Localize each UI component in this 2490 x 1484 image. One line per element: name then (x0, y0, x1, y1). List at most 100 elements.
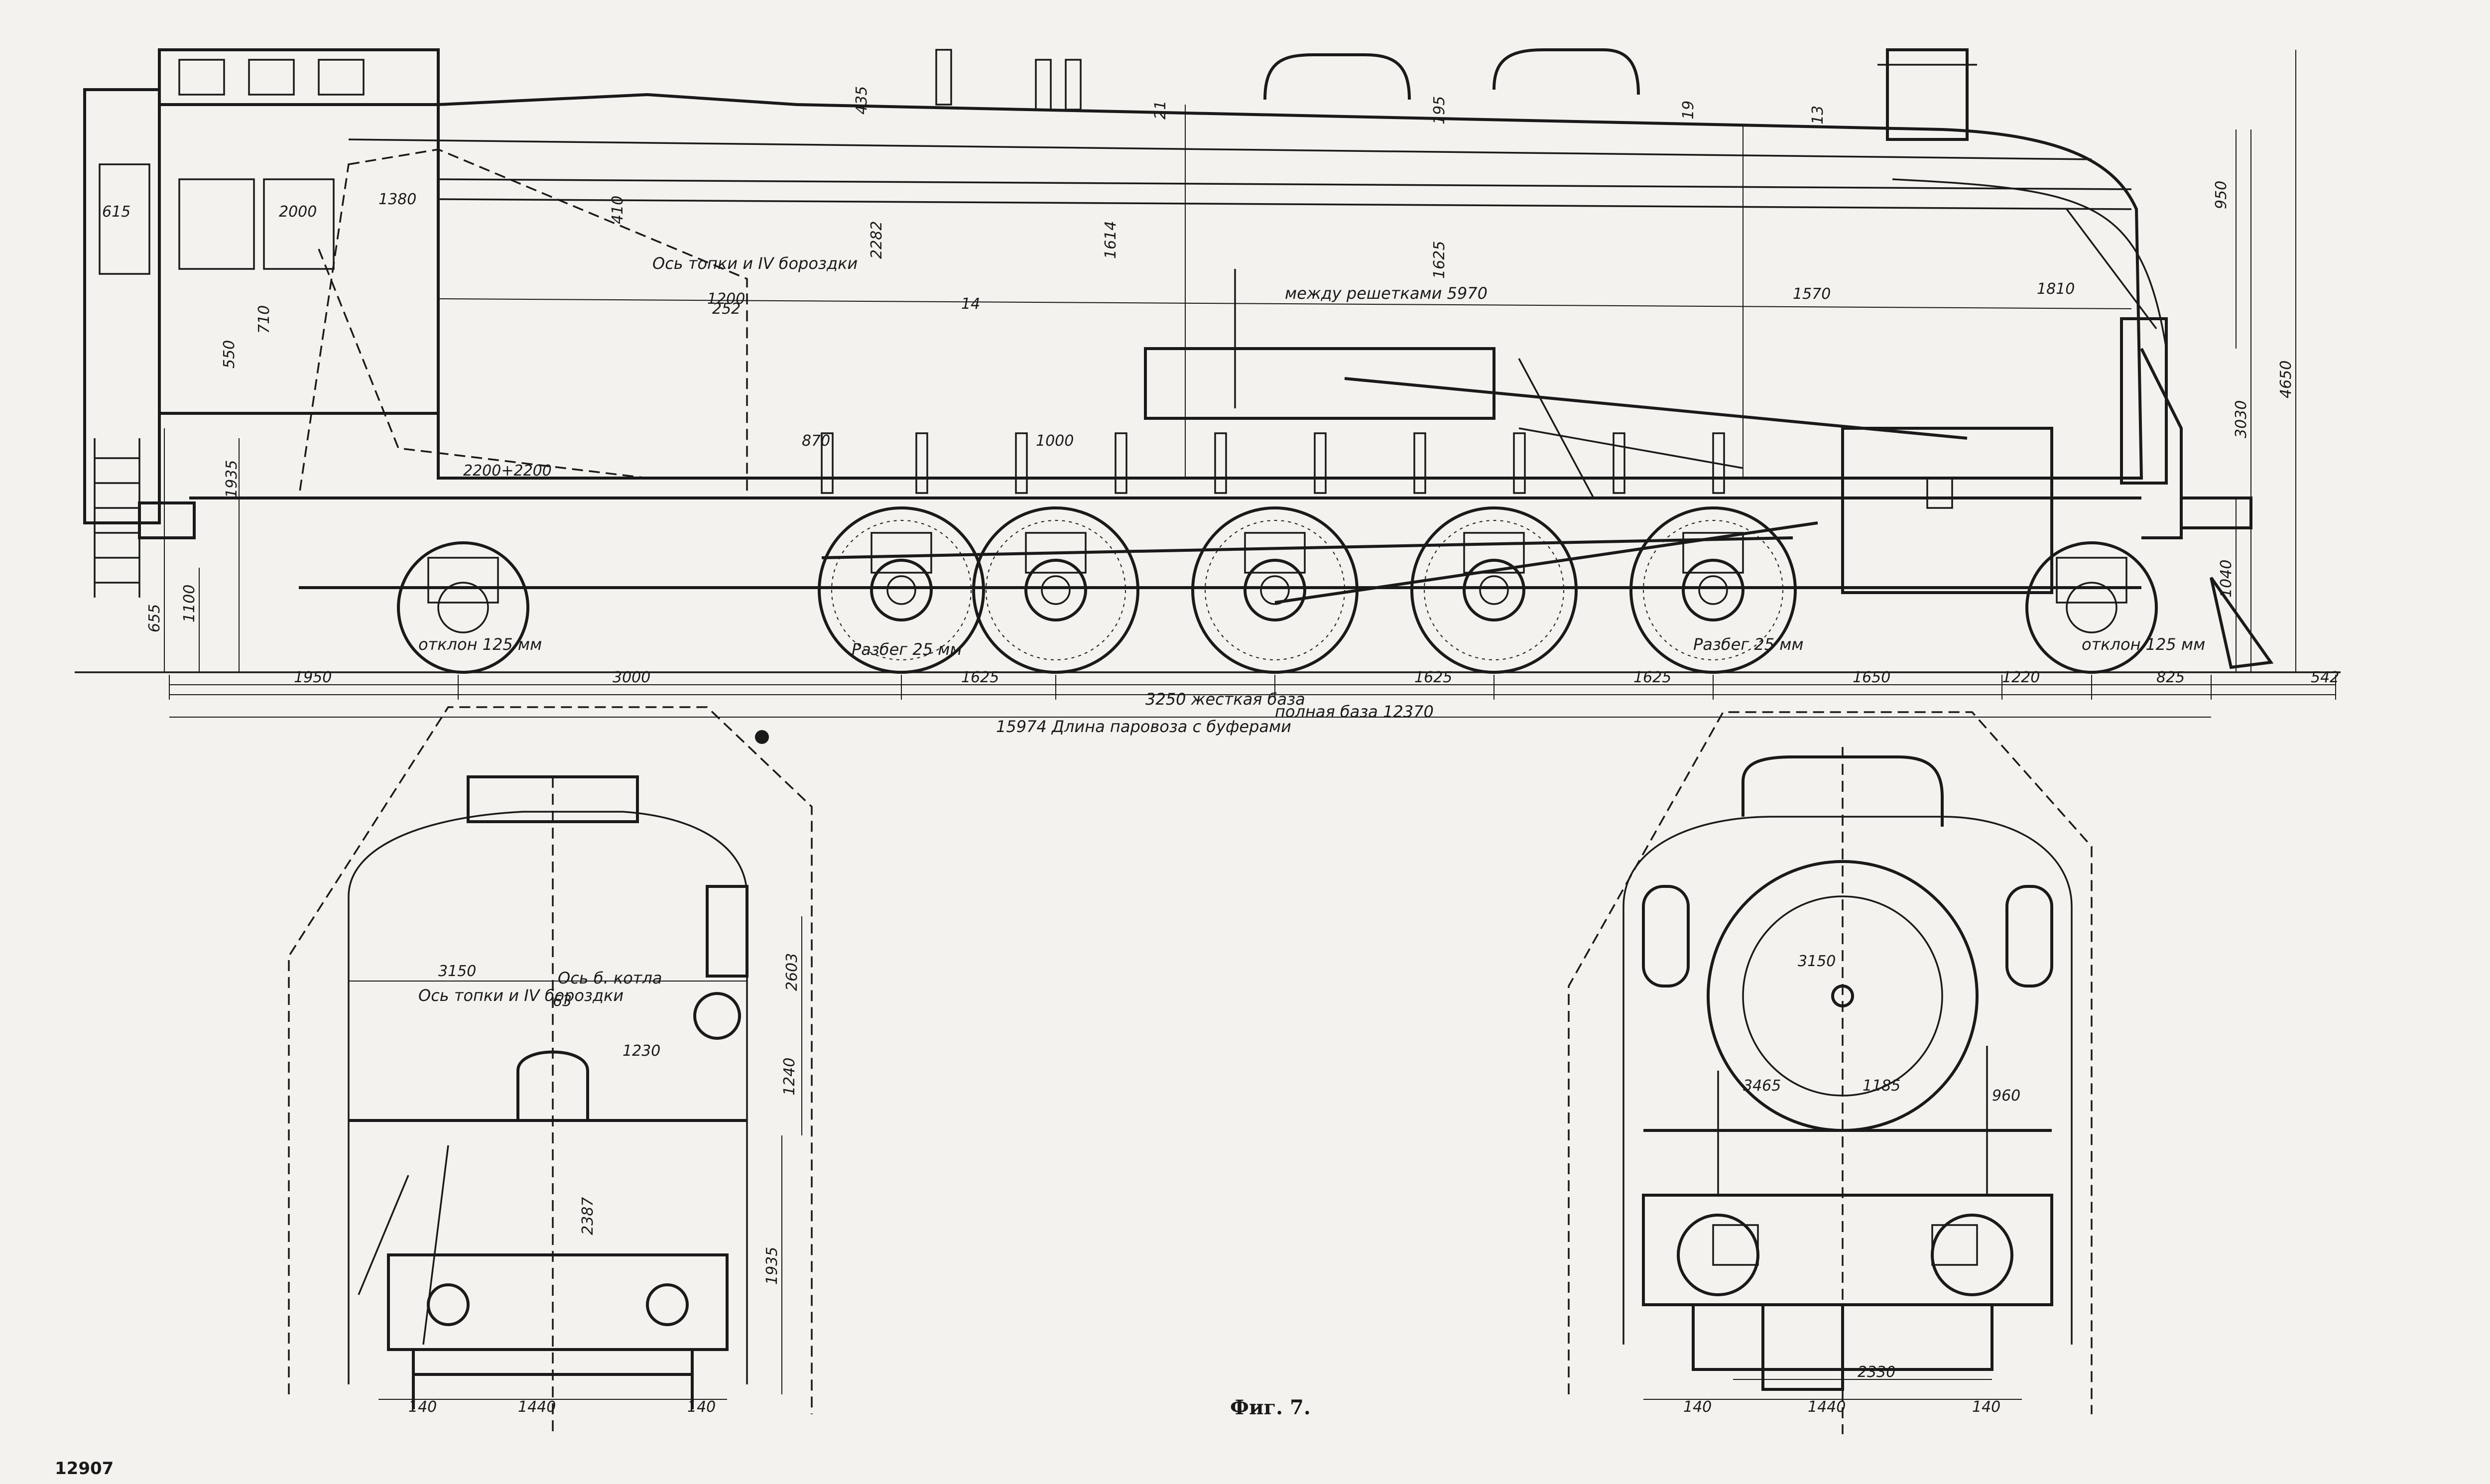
label-razbeg-1: Разбег 25 мм (852, 640, 962, 659)
dim-1935: 1935 (223, 460, 241, 498)
front-dim-960: 960 (1992, 1087, 2020, 1105)
dim-r1440: 1440 (518, 1398, 556, 1416)
dim-f140b: 140 (1972, 1398, 2000, 1416)
boiler (297, 48, 2167, 499)
driving-wheel (1629, 506, 1797, 674)
dim-435: 435 (853, 86, 871, 115)
front-deflector-right (2005, 885, 2053, 988)
front-dim-2330: 2330 (1858, 1363, 1895, 1381)
rear-view: 3150 1230 2387 2603 1240 1935 63 Ось б. … (288, 706, 813, 1434)
rear-dim-1240: 1240 (781, 1058, 798, 1096)
dim-d1625c: 1625 (1633, 669, 1671, 686)
buffer-beam (2140, 348, 2183, 539)
front-buffer-right (1931, 1214, 2013, 1296)
dim-550: 550 (221, 340, 238, 369)
boiler-shell (437, 93, 2143, 480)
front-chimney-top (1742, 755, 1944, 827)
figure-caption: Фиг. 7. (1230, 1396, 1311, 1419)
cab-roof (158, 48, 440, 106)
feed-pump (2120, 317, 2168, 485)
dim-3030: 3030 (2233, 400, 2250, 438)
dim-1100: 1100 (181, 585, 198, 622)
cab-rear-wall (83, 88, 161, 524)
valve-gear (821, 269, 1968, 604)
dim-r140a: 140 (408, 1398, 437, 1416)
front-buffer (2180, 496, 2252, 529)
rear-dim-2387: 2387 (579, 1197, 597, 1235)
carrying-wheel (397, 541, 529, 674)
air-reservoir (1144, 347, 1495, 420)
label-otklon-front: отклон 125 мм (2082, 635, 2205, 654)
dim-710: 710 (255, 305, 273, 334)
rear-handwheel (693, 992, 741, 1040)
smokebox-front (1841, 208, 2274, 669)
label-razbeg-2: Разбег 25 мм (1693, 635, 1804, 654)
dim-d1650: 1650 (1853, 669, 1890, 686)
dim-f140a: 140 (1683, 1398, 1712, 1416)
dim-1200: 1200 (707, 290, 745, 308)
dim-19: 19 (1680, 101, 1697, 120)
front-dim-3150: 3150 (1798, 953, 1836, 970)
side-elevation: 950 3030 4650 1040 1935 1100 655 550 710… (75, 48, 2341, 744)
vertical-dims (164, 50, 2296, 672)
front-body-outline (1622, 816, 2073, 1345)
dim-1380: 1380 (378, 191, 416, 208)
dim-r140b: 140 (687, 1398, 716, 1416)
rear-dim-63: 63 (553, 992, 572, 1010)
cab-window (178, 178, 255, 270)
front-gauge-outline (1568, 711, 2093, 1414)
steam-dome (1493, 48, 1640, 95)
dim-615: 615 (102, 203, 130, 221)
driving-wheel (972, 506, 1139, 674)
dim-4650: 4650 (2277, 361, 2295, 398)
dim-f1440: 1440 (1808, 1398, 1846, 1416)
rear-axis-firebox: Ось топки и IV бороздки (418, 986, 623, 1005)
front-dim-1185: 1185 (1863, 1077, 1900, 1095)
dim-410: 410 (609, 196, 626, 224)
sand-dome (1263, 53, 1411, 100)
dim-d825: 825 (2156, 669, 2185, 686)
dim-13: 13 (1809, 106, 1827, 124)
driving-wheel (1410, 506, 1578, 674)
rear-buffer (138, 501, 196, 539)
rear-dim-1230: 1230 (622, 1042, 660, 1060)
label-rigid-base: 3250 жесткая база (1145, 690, 1305, 709)
front-dim-3465: 3465 (1743, 1077, 1781, 1095)
dim-1000: 1000 (1036, 432, 1074, 450)
rear-truck (387, 1253, 729, 1351)
dim-2000: 2000 (279, 203, 317, 221)
firebox-outline (297, 148, 748, 499)
dim-d3000: 3000 (613, 669, 650, 686)
cab (83, 48, 440, 598)
label-between-grates: между решетками 5970 (1285, 284, 1488, 303)
dim-d1625b: 1625 (1414, 669, 1452, 686)
dim-d1950: 1950 (294, 669, 332, 686)
front-buffer-beam (1642, 1194, 2053, 1306)
rear-dim-2603: 2603 (783, 953, 801, 991)
dim-d1625a: 1625 (961, 669, 999, 686)
dim-1810: 1810 (2037, 280, 2075, 298)
dim-1614: 1614 (1102, 221, 1120, 259)
dim-d1220: 1220 (2002, 669, 2040, 686)
dim-14: 14 (961, 295, 980, 313)
label-otklon-rear: отклон 125 мм (418, 635, 542, 654)
dim-655: 655 (146, 604, 163, 632)
label-tank-axis: Ось топки и IV бороздки (652, 254, 858, 273)
chimney (1886, 48, 1969, 141)
dim-950: 950 (2213, 181, 2230, 209)
dim-d542: 542 (2311, 669, 2339, 686)
rear-axis-boiler: Ось б. котла (558, 969, 662, 988)
front-coupler (1761, 1303, 1844, 1391)
dim-2282: 2282 (868, 221, 885, 259)
front-view: 3150 3465 1185 960 2330 140 1440 140 (1568, 711, 2093, 1434)
rear-dim-1935: 1935 (763, 1247, 781, 1285)
front-deflector-left (1642, 885, 1690, 988)
rear-body-outline (348, 811, 748, 1384)
cab-body (158, 103, 440, 415)
registration-dot (755, 730, 769, 744)
dim-195: 195 (1431, 96, 1448, 124)
front-buffer-left (1677, 1214, 1759, 1296)
spring-hangers (821, 432, 1725, 494)
